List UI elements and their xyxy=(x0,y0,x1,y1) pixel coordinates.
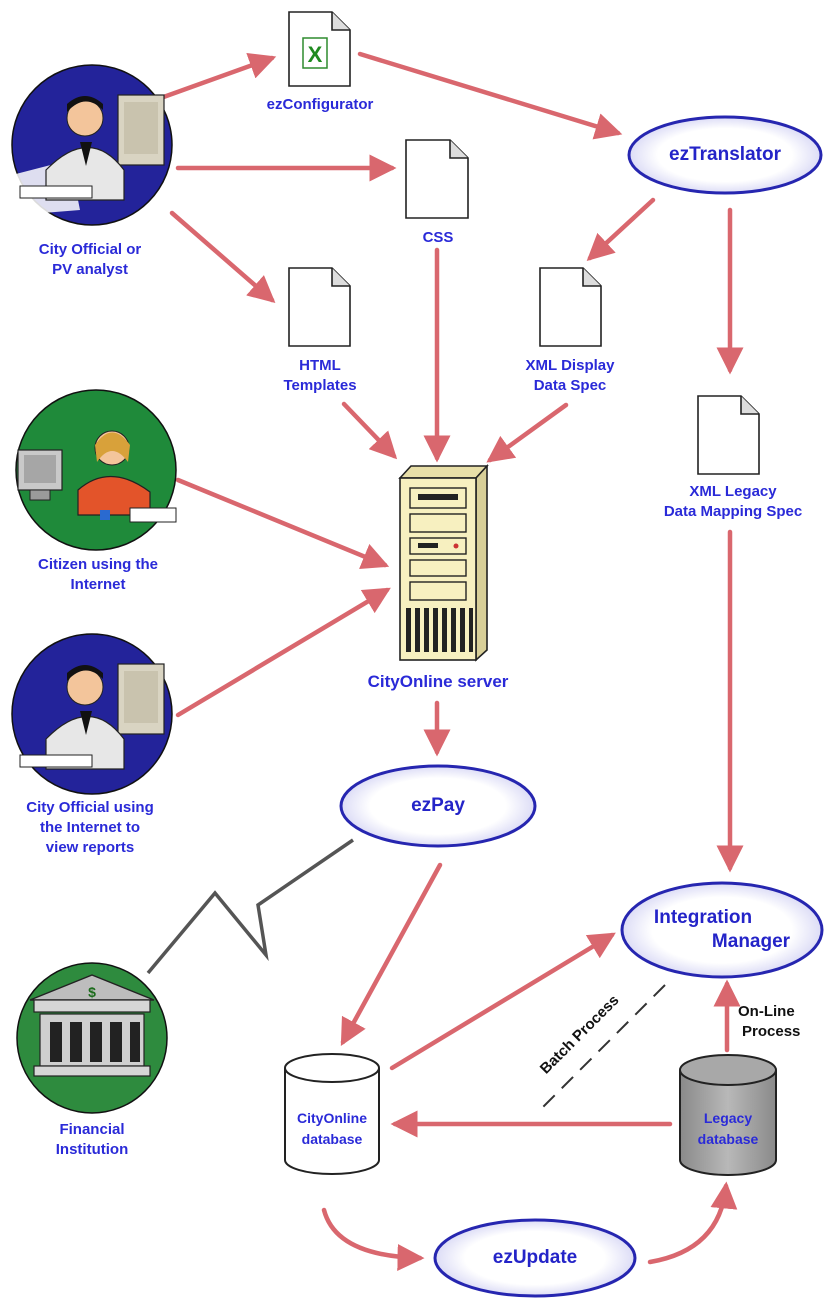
batch-process-line xyxy=(539,984,666,1111)
label-html-templates: HTML Templates xyxy=(283,356,356,396)
label-integration-line2: Manager xyxy=(711,931,791,952)
label-financial-line2: Institution xyxy=(55,1141,129,1158)
arrow-cityonline-db-to-integration xyxy=(389,932,616,1071)
oval-ezpay xyxy=(339,764,537,848)
label-css: CSS xyxy=(423,228,454,248)
label-xml-legacy: XML Legacy Data Mapping Spec xyxy=(664,482,802,522)
arrow-ezpay-to-cityonline-db xyxy=(340,862,443,1046)
label-integration-manager: Integration Manager xyxy=(654,906,790,954)
arrow-official-reports-to-server xyxy=(175,587,391,718)
doc-xml-display xyxy=(539,267,602,347)
label-xml-display: XML Display Data Spec xyxy=(526,356,615,396)
label-eztranslator: ezTranslator xyxy=(669,144,781,165)
avatar-city-official xyxy=(11,64,173,226)
network-link-line xyxy=(146,838,354,975)
label-legacy-db-line2: database xyxy=(697,1131,759,1147)
label-cityonline-database: CityOnline database xyxy=(297,1108,367,1150)
arrow-ezupdate-to-legacy xyxy=(647,1181,738,1265)
excel-icon: X xyxy=(308,42,323,67)
label-citizen-line1: Citizen using the xyxy=(38,556,158,573)
label-official-reports-line2: the Internet to xyxy=(39,819,140,836)
arrow-ezconfigurator-to-eztranslator xyxy=(357,51,623,140)
label-cityonline-db-line1: CityOnline xyxy=(296,1110,368,1126)
arrow-citizen-to-server xyxy=(175,477,390,569)
label-xml-display-line2: Data Spec xyxy=(533,377,607,394)
label-financial-line1: Financial xyxy=(59,1121,125,1138)
label-online-line1: On-Line xyxy=(738,1003,795,1020)
oval-eztranslator xyxy=(627,115,823,195)
cityonline-database-icon xyxy=(284,1053,380,1175)
label-online-process: On-Line Process xyxy=(738,1002,800,1042)
label-ezconfigurator-text: ezConfigurator xyxy=(266,96,374,113)
label-xml-legacy-line1: XML Legacy xyxy=(689,483,777,500)
oval-ezupdate xyxy=(433,1218,637,1298)
label-official-reports-line3: view reports xyxy=(45,839,135,856)
label-xml-display-line1: XML Display xyxy=(525,357,615,374)
label-html-line1: HTML xyxy=(299,357,341,374)
oval-integration-manager xyxy=(620,881,824,979)
label-legacy-db-line1: Legacy xyxy=(703,1110,753,1126)
label-citizen-line2: Internet xyxy=(70,576,126,593)
server-icon xyxy=(398,463,489,662)
label-online-line2: Process xyxy=(742,1023,801,1040)
arrow-xmldisplay-to-server xyxy=(486,402,569,463)
doc-html-templates xyxy=(288,267,351,347)
label-city-official-line1: City Official or xyxy=(38,241,142,258)
label-city-official-reports: City Official using the Internet to view… xyxy=(26,798,154,858)
label-html-line2: Templates xyxy=(283,377,357,394)
label-ezpay: ezPay xyxy=(411,795,465,816)
doc-ezconfigurator: X xyxy=(288,11,351,87)
label-server-text: CityOnline server xyxy=(367,672,509,691)
label-city-official: City Official or PV analyst xyxy=(39,240,142,280)
flow-arrows xyxy=(155,51,744,1271)
doc-xml-legacy xyxy=(697,395,760,475)
dollar-icon: $ xyxy=(88,984,96,1000)
label-official-reports-line1: City Official using xyxy=(26,799,154,816)
label-citizen: Citizen using the Internet xyxy=(38,555,158,595)
arrow-official-to-html xyxy=(169,210,276,303)
label-cityonline-server: CityOnline server xyxy=(368,672,509,692)
arrow-cityonline-db-to-ezupdate xyxy=(321,1207,425,1271)
label-city-official-line2: PV analyst xyxy=(52,261,128,278)
arrow-html-to-server xyxy=(341,401,398,460)
label-ezconfigurator: ezConfigurator xyxy=(267,95,374,115)
avatar-citizen xyxy=(15,389,177,551)
arrow-official-to-ezconfigurator xyxy=(155,52,277,102)
label-integration-line1: Integration xyxy=(653,907,753,928)
doc-css xyxy=(405,139,469,219)
label-cityonline-db-line2: database xyxy=(301,1131,363,1147)
avatar-city-official-reports xyxy=(11,633,173,795)
avatar-financial-institution: $ xyxy=(16,962,168,1114)
label-xml-legacy-line2: Data Mapping Spec xyxy=(663,503,803,520)
label-legacy-database: Legacy database xyxy=(698,1108,759,1150)
arrow-eztranslator-to-xml-display xyxy=(586,197,656,262)
label-financial-institution: Financial Institution xyxy=(56,1120,128,1160)
label-ezupdate: ezUpdate xyxy=(492,1247,578,1268)
label-css-text: CSS xyxy=(422,229,454,246)
legacy-database-icon xyxy=(679,1054,777,1176)
